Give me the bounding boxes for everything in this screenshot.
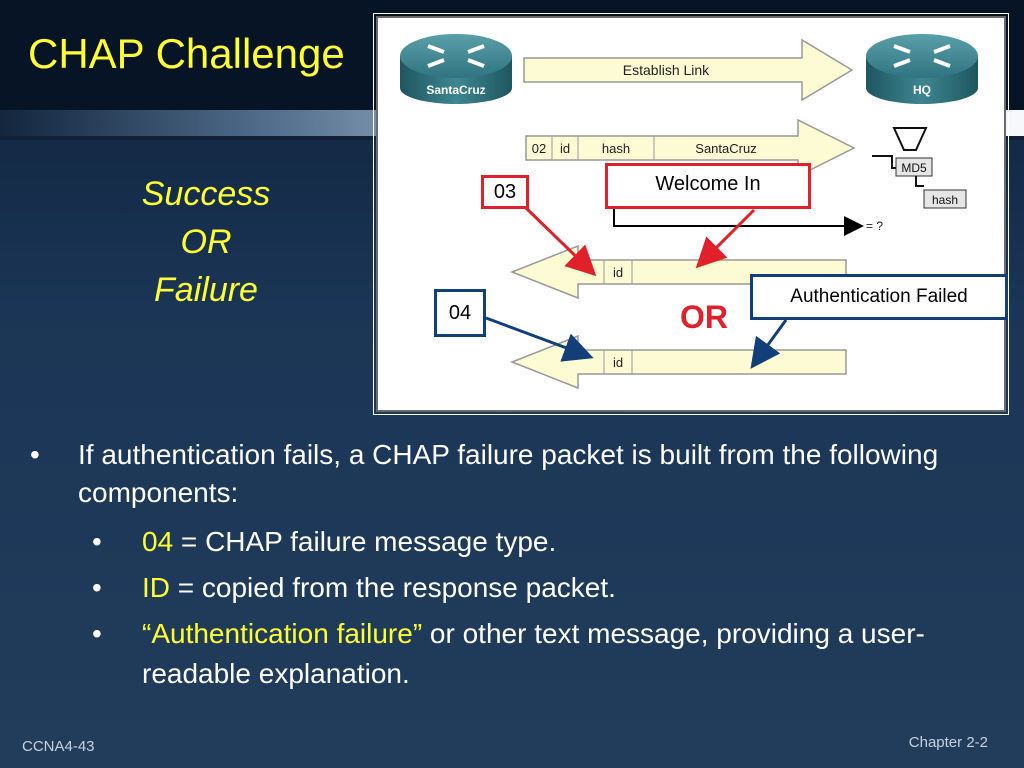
- router-right-label: HQ: [913, 83, 931, 97]
- arrow-03: [524, 206, 597, 277]
- sub-bullet-text: = CHAP failure message type.: [173, 526, 557, 557]
- sub-bullet-key: “Authentication failure”: [142, 618, 423, 649]
- callout-03-text: 03: [493, 181, 517, 203]
- chap-diagram: SantaCruz HQ Establish Link 02 id hash: [373, 13, 1009, 415]
- sub-bullet-message: • “Authentication failure” or other text…: [26, 614, 1006, 694]
- callout-04-text: 04: [448, 302, 472, 324]
- bullet-main-text: If authentication fails, a CHAP failure …: [78, 439, 939, 508]
- md5-label: MD5: [901, 161, 927, 175]
- router-santacruz-icon: SantaCruz: [400, 34, 512, 104]
- establish-link-arrow: Establish Link: [523, 38, 854, 102]
- callout-authentication-failed: Authentication Failed: [750, 274, 1008, 320]
- response-packet-arrow: 02 id hash SantaCruz: [525, 118, 856, 178]
- establish-link-label: Establish Link: [623, 62, 710, 78]
- sub-bullet-text: or other text message, providing a user-…: [142, 618, 925, 689]
- sub-bullet-key: 04: [142, 526, 174, 557]
- arrow-welcome: [695, 208, 756, 269]
- caption-line-success: Success: [141, 175, 271, 213]
- router-hq-icon: HQ: [866, 34, 978, 104]
- bullet-dot: •: [92, 526, 102, 557]
- bullet-dot: •: [92, 618, 102, 649]
- sub-bullet-04: • 04 = CHAP failure message type.: [26, 522, 1006, 562]
- callout-code-04: 04: [434, 289, 486, 337]
- or-label: OR: [680, 299, 728, 335]
- bullet-main: • If authentication fails, a CHAP failur…: [26, 436, 1006, 512]
- arrow-04: [485, 316, 594, 362]
- callout-failed-text: Authentication Failed: [790, 286, 968, 307]
- footer-chapter-label: Chapter 2-2: [908, 734, 988, 751]
- md5-funnel-icon: MD5 hash: [872, 127, 967, 209]
- hash-output-label: hash: [932, 193, 958, 207]
- footer-course-label: CCNA4-43: [22, 738, 95, 755]
- caption-line-failure: Failure: [154, 271, 258, 309]
- failure-packet-arrow: id: [509, 334, 847, 390]
- bullet-dot: •: [92, 572, 102, 603]
- success-id-field: id: [613, 265, 623, 280]
- sub-bullet-id: • ID = copied from the response packet.: [26, 568, 1006, 608]
- compare-label: = ?: [866, 219, 883, 233]
- failure-id-field: id: [613, 355, 623, 370]
- callout-welcome-text: Welcome In: [655, 173, 761, 195]
- field-id: id: [560, 141, 570, 156]
- field-code: 02: [532, 141, 546, 156]
- callout-welcome-in: Welcome In: [605, 163, 811, 209]
- bullet-list: • If authentication fails, a CHAP failur…: [26, 436, 1006, 694]
- field-hash: hash: [602, 141, 630, 156]
- router-left-label: SantaCruz: [426, 83, 485, 97]
- arrow-failed: [750, 319, 788, 369]
- field-name: SantaCruz: [695, 141, 756, 156]
- bullet-dot: •: [30, 439, 40, 470]
- sub-bullet-text: = copied from the response packet.: [170, 572, 616, 603]
- sub-bullet-key: ID: [142, 572, 170, 603]
- caption-line-or: OR: [180, 223, 232, 261]
- success-or-failure-caption: Success OR Failure: [106, 170, 306, 314]
- slide-title: CHAP Challenge: [28, 30, 345, 77]
- callout-code-03: 03: [481, 175, 529, 209]
